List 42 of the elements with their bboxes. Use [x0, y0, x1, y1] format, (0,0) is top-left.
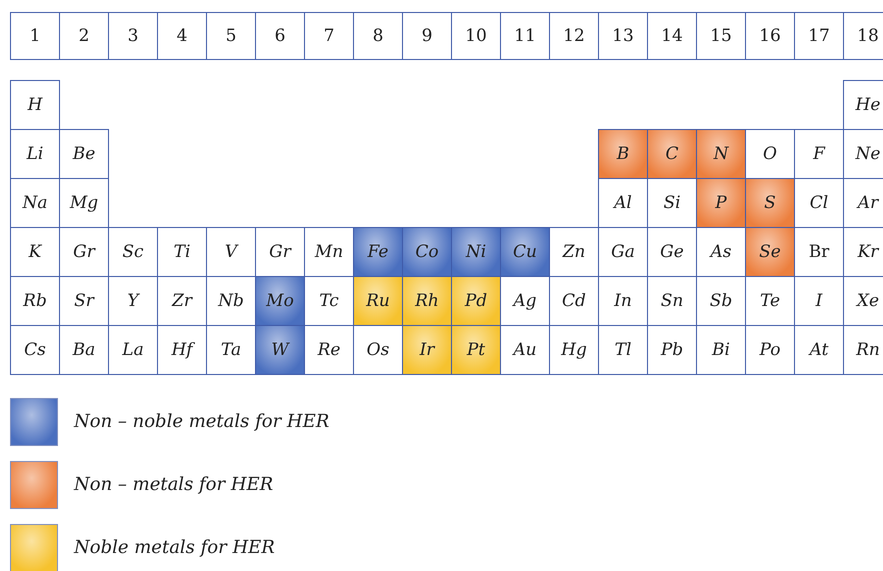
legend-label: Non – metals for HER	[74, 474, 274, 496]
element-cell: Pt	[451, 325, 501, 375]
group-number-cell: 1	[10, 12, 60, 60]
legend-label: Non – noble metals for HER	[74, 411, 330, 433]
element-cell: Co	[402, 227, 452, 277]
group-number-cell: 3	[108, 12, 158, 60]
group-number-cell: 6	[255, 12, 305, 60]
element-cell: Se	[745, 227, 795, 277]
group-number-cell: 13	[598, 12, 648, 60]
group-number-cell: 18	[843, 12, 883, 60]
element-cell: C	[647, 129, 697, 179]
element-cell: N	[696, 129, 746, 179]
group-number-cell: 7	[304, 12, 354, 60]
group-number-cell: 11	[500, 12, 550, 60]
element-cell: Ni	[451, 227, 501, 277]
group-number-cell: 15	[696, 12, 746, 60]
group-number-cell: 5	[206, 12, 256, 60]
element-cell: S	[745, 178, 795, 228]
element-cell: Cu	[500, 227, 550, 277]
group-number-cell: 17	[794, 12, 844, 60]
element-cell: P	[696, 178, 746, 228]
element-cell: Fe	[353, 227, 403, 277]
element-cell: Cs	[10, 325, 60, 375]
element-cell: Mo	[255, 276, 305, 326]
group-number-cell: 9	[402, 12, 452, 60]
element-cell: Ru	[353, 276, 403, 326]
group-number-cell: 10	[451, 12, 501, 60]
element-cell: H	[10, 80, 60, 130]
group-number-cell: 2	[59, 12, 109, 60]
element-cell: He	[843, 80, 883, 130]
element-cell: Ir	[402, 325, 452, 375]
group-number-cell: 4	[157, 12, 207, 60]
group-number-cell: 14	[647, 12, 697, 60]
group-number-cell: 8	[353, 12, 403, 60]
element-cell: W	[255, 325, 305, 375]
element-cell: B	[598, 129, 648, 179]
element-cell: Be	[59, 129, 109, 179]
group-number-cell: 16	[745, 12, 795, 60]
element-cell: Rh	[402, 276, 452, 326]
legend-label: Noble metals for HER	[74, 537, 275, 559]
element-cell: Pd	[451, 276, 501, 326]
group-number-cell: 12	[549, 12, 599, 60]
